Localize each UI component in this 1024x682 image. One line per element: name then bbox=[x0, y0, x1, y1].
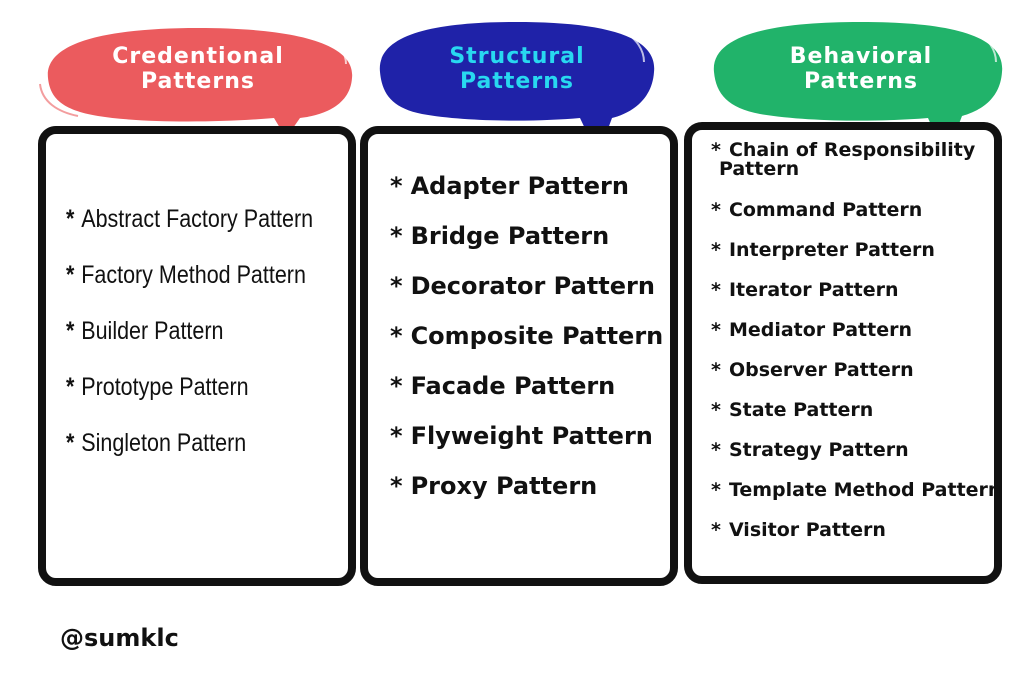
behavioral-title-line1: Behavioral bbox=[789, 44, 933, 69]
credentional-bubble-shape bbox=[47, 28, 353, 138]
item-label: Decorator Pattern bbox=[410, 272, 655, 300]
item-label: Abstract Factory Pattern bbox=[81, 205, 314, 233]
list-item: * State Pattern bbox=[711, 399, 1011, 439]
item-label: Singleton Pattern bbox=[81, 429, 247, 457]
item-label: Facade Pattern bbox=[410, 372, 616, 400]
bullet-star: * bbox=[711, 239, 721, 261]
item-label: Proxy Pattern bbox=[410, 472, 598, 500]
credentional-pattern-list: *Abstract Factory Pattern *Factory Metho… bbox=[66, 205, 353, 485]
author-handle: @sumklc bbox=[60, 624, 179, 652]
credentional-bubble-highlight bbox=[327, 37, 347, 65]
bullet-star: * bbox=[711, 139, 721, 161]
structural-pattern-list: *Adapter Pattern *Bridge Pattern *Decora… bbox=[390, 172, 663, 522]
bullet-star: * bbox=[66, 205, 75, 233]
credentional-bubble-shadow bbox=[39, 83, 79, 117]
behavioral-title: Behavioral Patterns bbox=[716, 44, 1006, 94]
structural-bubble-highlight bbox=[623, 31, 645, 63]
list-item: *Abstract Factory Pattern bbox=[66, 205, 313, 261]
credentional-speech-bubble bbox=[39, 28, 353, 138]
bullet-star: * bbox=[66, 373, 75, 401]
list-item: *Composite Pattern bbox=[390, 322, 663, 372]
behavioral-bubble-highlight bbox=[975, 31, 997, 63]
list-item: *Bridge Pattern bbox=[390, 222, 663, 272]
bullet-star: * bbox=[66, 261, 75, 289]
list-item: *Prototype Pattern bbox=[66, 373, 313, 429]
behavioral-card bbox=[684, 122, 1002, 584]
list-item: * Strategy Pattern bbox=[711, 439, 1011, 479]
bullet-star: * bbox=[390, 272, 403, 300]
list-item: * Command Pattern bbox=[711, 199, 1011, 239]
list-item: * Visitor Pattern bbox=[711, 519, 1011, 559]
item-label: Visitor Pattern bbox=[728, 519, 886, 541]
bullet-star: * bbox=[390, 322, 403, 350]
bullet-star: * bbox=[711, 399, 721, 421]
item-label: Factory Method Pattern bbox=[81, 261, 306, 289]
behavioral-title-line2: Patterns bbox=[804, 69, 918, 94]
item-label: Composite Pattern bbox=[410, 322, 664, 350]
structural-speech-bubble bbox=[379, 22, 655, 156]
structural-title: Structural Patterns bbox=[380, 44, 654, 94]
bullet-star: * bbox=[711, 439, 721, 461]
bullet-star: * bbox=[66, 317, 75, 345]
list-item: *Facade Pattern bbox=[390, 372, 663, 422]
bullet-star: * bbox=[390, 172, 403, 200]
bullet-star: * bbox=[390, 222, 403, 250]
structural-title-line1: Structural bbox=[449, 44, 585, 69]
list-item: *Proxy Pattern bbox=[390, 472, 663, 522]
bullet-star: * bbox=[390, 422, 403, 450]
bullet-star: * bbox=[711, 319, 721, 341]
item-label: Flyweight Pattern bbox=[410, 422, 653, 450]
item-label: Prototype Pattern bbox=[81, 373, 249, 401]
item-label: Chain of Responsibility bbox=[728, 139, 976, 161]
bullet-star: * bbox=[711, 519, 721, 541]
list-item: * Observer Pattern bbox=[711, 359, 1011, 399]
list-item: * Iterator Pattern bbox=[711, 279, 1011, 319]
credentional-title: Credentional Patterns bbox=[48, 44, 348, 94]
credentional-card bbox=[38, 126, 356, 586]
credentional-title-line1: Credentional bbox=[112, 44, 284, 69]
structural-card bbox=[360, 126, 678, 586]
behavioral-speech-bubble bbox=[713, 22, 1003, 158]
item-label: Strategy Pattern bbox=[728, 439, 909, 461]
bullet-star: * bbox=[390, 472, 403, 500]
list-item: *Flyweight Pattern bbox=[390, 422, 663, 472]
item-label: Interpreter Pattern bbox=[728, 239, 935, 261]
list-item: *Singleton Pattern bbox=[66, 429, 313, 485]
structural-bubble-shape bbox=[379, 22, 655, 156]
bullet-star: * bbox=[711, 359, 721, 381]
list-item: * Template Method Pattern bbox=[711, 479, 1011, 519]
item-label: Iterator Pattern bbox=[728, 279, 899, 301]
item-label: Bridge Pattern bbox=[410, 222, 610, 250]
list-item: *Factory Method Pattern bbox=[66, 261, 313, 317]
structural-title-line2: Patterns bbox=[460, 69, 574, 94]
item-label: State Pattern bbox=[728, 399, 874, 421]
bullet-star: * bbox=[711, 479, 721, 501]
credentional-title-line2: Patterns bbox=[141, 69, 255, 94]
list-item: *Builder Pattern bbox=[66, 317, 313, 373]
bullet-star: * bbox=[66, 429, 75, 457]
item-label: Observer Pattern bbox=[728, 359, 914, 381]
bullet-star: * bbox=[390, 372, 403, 400]
item-label: Mediator Pattern bbox=[728, 319, 912, 341]
list-item: * Interpreter Pattern bbox=[711, 239, 1011, 279]
list-item: * Mediator Pattern bbox=[711, 319, 1011, 359]
item-label: Command Pattern bbox=[728, 199, 923, 221]
item-label: Builder Pattern bbox=[81, 317, 224, 345]
bullet-star: * bbox=[711, 199, 721, 221]
item-label: Adapter Pattern bbox=[410, 172, 629, 200]
list-item: *Decorator Pattern bbox=[390, 272, 663, 322]
behavioral-bubble-shape bbox=[713, 22, 1003, 158]
bullet-star: * bbox=[711, 279, 721, 301]
item-label: Template Method Pattern bbox=[728, 479, 1002, 501]
item-label-continuation: Pattern bbox=[718, 158, 800, 180]
list-item: *Adapter Pattern bbox=[390, 172, 663, 222]
